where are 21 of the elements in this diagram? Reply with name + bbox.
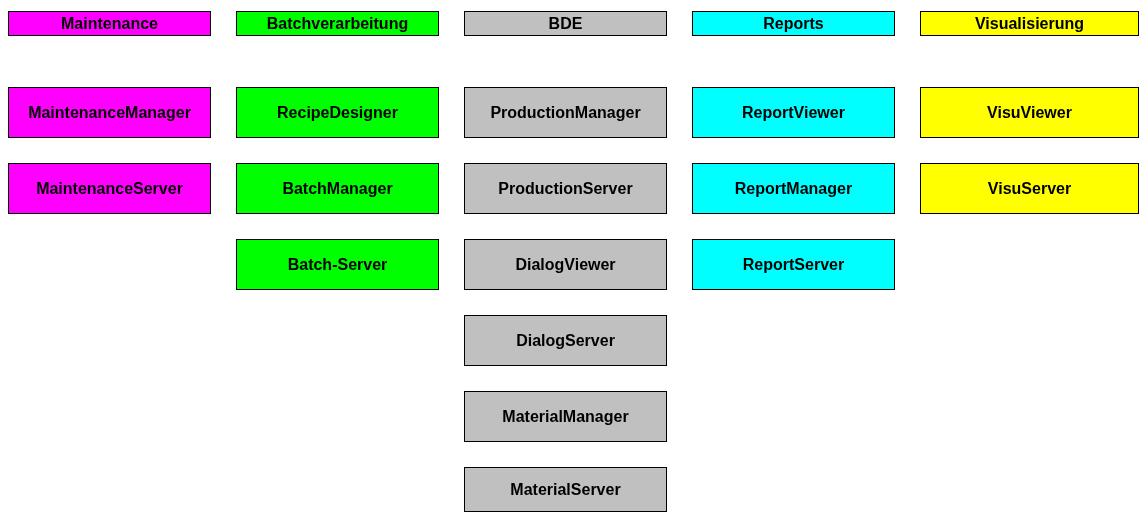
component-box: DialogViewer [464,239,667,290]
component-box: MaterialServer [464,467,667,512]
component-box: Batch-Server [236,239,439,290]
component-box: VisuViewer [920,87,1139,138]
component-box: ProductionManager [464,87,667,138]
category-header: Reports [692,11,895,36]
category-header: Batchverarbeitung [236,11,439,36]
component-box: VisuServer [920,163,1139,214]
component-box: ReportViewer [692,87,895,138]
component-box: MaintenanceManager [8,87,211,138]
component-box: MaterialManager [464,391,667,442]
component-box: BatchManager [236,163,439,214]
component-box: DialogServer [464,315,667,366]
component-box: ProductionServer [464,163,667,214]
component-box: MaintenanceServer [8,163,211,214]
component-box: RecipeDesigner [236,87,439,138]
category-header: Visualisierung [920,11,1139,36]
category-header: Maintenance [8,11,211,36]
category-header: BDE [464,11,667,36]
component-box: ReportManager [692,163,895,214]
component-box: ReportServer [692,239,895,290]
